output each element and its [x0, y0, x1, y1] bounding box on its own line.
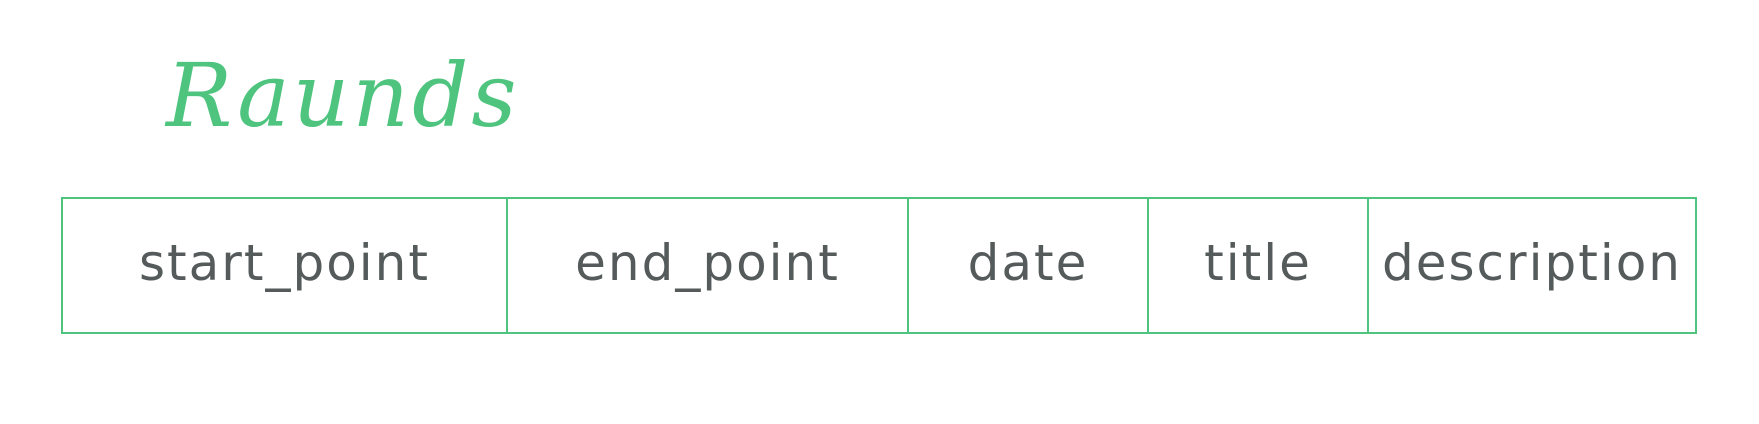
- field-cell-description: description: [1381, 233, 1682, 292]
- field-cell-start-point: start_point: [63, 199, 508, 332]
- field-cell-end-point: end_point: [508, 199, 909, 332]
- entity-title: Raunds: [166, 44, 520, 147]
- field-cell-title: title: [1149, 199, 1369, 332]
- field-cell-date: date: [909, 199, 1149, 332]
- entity-fields-table: start_point end_point date title descrip…: [61, 197, 1697, 334]
